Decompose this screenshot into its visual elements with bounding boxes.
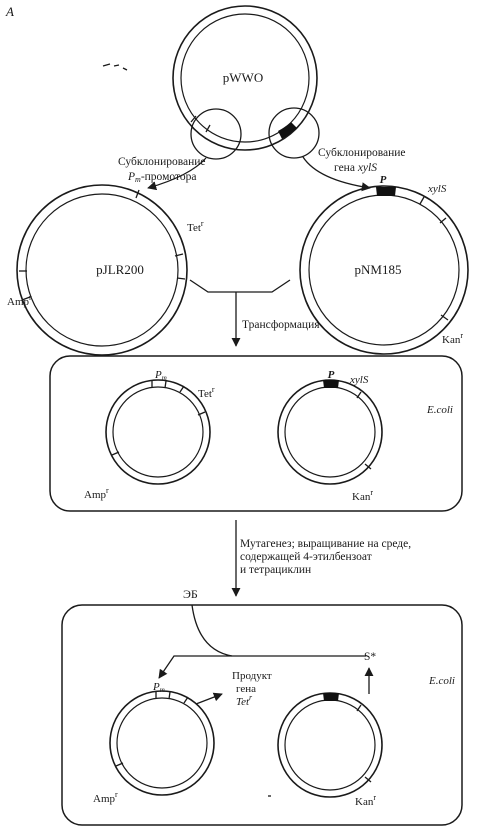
box1-right-plasmid bbox=[277, 379, 383, 485]
subcloning-pm-caption: Субклонирование Pm-промотора bbox=[118, 156, 208, 184]
box1-p-label: P bbox=[328, 369, 335, 381]
tet-product-arrow bbox=[195, 692, 223, 705]
s-star-label: S* bbox=[364, 651, 376, 663]
box1-ecoli-label: E.coli bbox=[426, 404, 453, 416]
pnm185-kan-label: Kanr bbox=[442, 331, 463, 346]
pnm185-label: pNM185 bbox=[355, 262, 402, 277]
box1-pm-label: Pm bbox=[154, 369, 167, 382]
tet-product-caption: Продукт гена Tetr bbox=[232, 670, 274, 708]
pnm185-promoter-segment bbox=[376, 187, 396, 196]
eb-entry-curve bbox=[191, 604, 233, 657]
box2-left-plasmid bbox=[109, 690, 215, 796]
pwwo-plasmid bbox=[172, 5, 318, 151]
pjlr200-tet-label: Tetr bbox=[187, 219, 204, 234]
pjlr200-label: pJLR200 bbox=[96, 262, 144, 277]
transformation-bracket bbox=[189, 279, 291, 293]
box1-kan-label: Kanr bbox=[352, 488, 373, 503]
box1-tet-label: Tetr bbox=[198, 385, 215, 400]
pm-promoter-segment bbox=[190, 115, 211, 133]
pjlr200-amp-label: Ampr bbox=[7, 293, 32, 308]
box1-left-plasmid bbox=[105, 379, 211, 485]
subcloning-pm-arrow bbox=[147, 157, 207, 191]
xyls-gene-segment bbox=[278, 122, 297, 139]
pjlr200-plasmid bbox=[16, 184, 188, 356]
box2-pm-label: Pm bbox=[152, 681, 165, 694]
ethylbenzoate-label: ЭБ bbox=[183, 587, 198, 601]
subcloning-xyls-caption: Субклонирование гена xylS bbox=[318, 147, 408, 174]
box1-xyls-label: xylS bbox=[349, 374, 369, 386]
activation-arrow-to-pm bbox=[158, 655, 232, 679]
box1-promoter-segment bbox=[323, 380, 339, 388]
stray-mark bbox=[102, 63, 128, 71]
pwwo-label: pWWO bbox=[223, 70, 263, 85]
box2-promoter-segment bbox=[323, 693, 339, 701]
ecoli-cell-box-1 bbox=[49, 355, 463, 512]
xyls-region-highlight bbox=[268, 107, 320, 159]
ecoli-cell-box-2 bbox=[61, 604, 463, 826]
pnm185-p-label: P bbox=[380, 174, 387, 186]
pnm185-plasmid bbox=[299, 185, 469, 355]
panel-letter: A bbox=[5, 4, 14, 19]
mutagenesis-caption: Мутагенез; выращивание на среде, содержа… bbox=[240, 538, 414, 576]
box2-right-plasmid bbox=[277, 692, 383, 798]
pm-region-highlight bbox=[190, 108, 242, 160]
box2-ecoli-label: E.coli bbox=[428, 675, 455, 687]
pnm185-xyls-label: xylS bbox=[427, 183, 447, 195]
box2-amp-label: Ampr bbox=[93, 790, 118, 805]
box1-amp-label: Ampr bbox=[84, 486, 109, 501]
transformation-label: Трансформация bbox=[242, 319, 320, 331]
subcloning-xyls-arrow bbox=[302, 156, 371, 192]
box2-kan-label: Kanr bbox=[355, 793, 376, 808]
